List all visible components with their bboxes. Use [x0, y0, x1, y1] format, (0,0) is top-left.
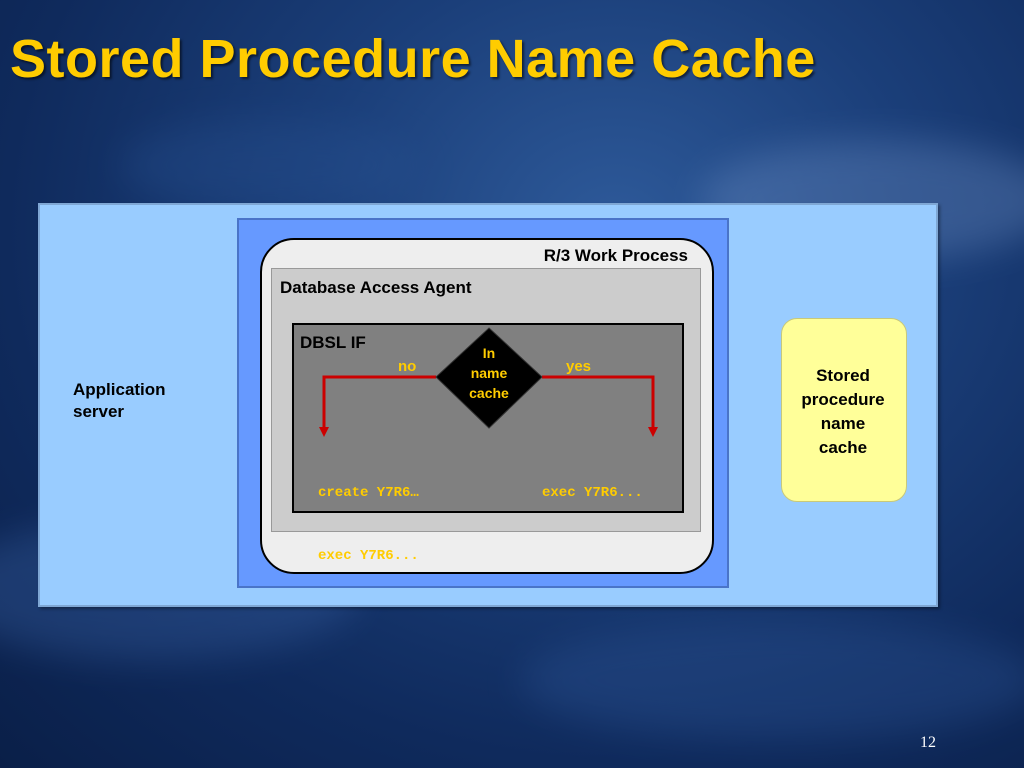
decision-label-line: name	[470, 365, 508, 381]
decision-diamond	[435, 327, 543, 429]
application-server-label: Application server	[73, 379, 223, 423]
decision-label-line: cache	[469, 385, 509, 401]
cache-label-line: Stored	[816, 366, 870, 385]
decision-label: In name cache	[453, 343, 525, 403]
code-line: create Y7R6…	[318, 485, 419, 501]
no-branch-code: create Y7R6… exec Y7R6...	[318, 441, 419, 588]
slide-title: Stored Procedure Name Cache	[10, 29, 816, 89]
yes-branch-label: yes	[566, 358, 592, 375]
yes-branch-code: exec Y7R6...	[542, 441, 643, 525]
no-branch-label: no	[398, 358, 417, 375]
application-server-label-line: Application	[73, 380, 166, 399]
work-process-label: R/3 Work Process	[543, 246, 688, 265]
stored-procedure-cache-label: Stored procedure name cache	[781, 364, 905, 460]
cache-label-line: name	[820, 414, 866, 433]
dbsl-interface-label: DBSL IF	[300, 333, 366, 352]
stored-procedure-cache-box	[781, 318, 907, 502]
background-wave	[520, 620, 1024, 740]
database-access-agent-label: Database Access Agent	[280, 278, 472, 297]
cache-label-line: procedure	[801, 390, 885, 409]
yes-branch-arrow	[542, 375, 658, 437]
decision-label-line: In	[482, 345, 496, 361]
no-branch-arrow	[319, 375, 436, 437]
code-line: exec Y7R6...	[318, 548, 419, 564]
cache-label-line: cache	[818, 438, 868, 457]
application-server-label-line: server	[73, 402, 125, 421]
page-number: 12	[920, 734, 936, 751]
code-line: exec Y7R6...	[542, 485, 643, 501]
background-wave	[120, 120, 420, 210]
